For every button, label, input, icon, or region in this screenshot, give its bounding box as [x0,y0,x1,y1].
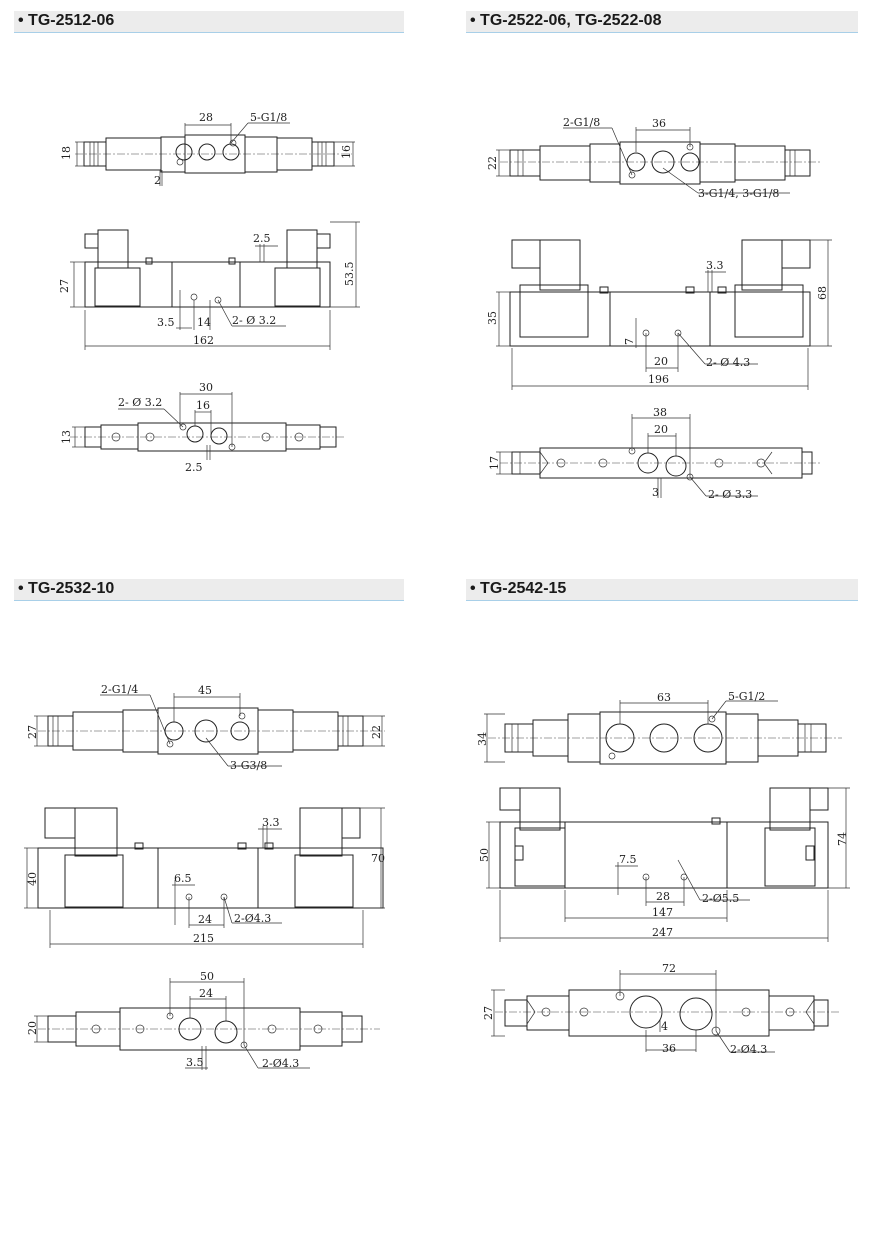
dim-text: 4 [661,1020,668,1033]
dim-text: 7 [623,338,636,345]
dim-text: 162 [193,334,214,347]
dim-text: 72 [662,962,676,975]
top-view: 2-G1/8 36 22 3-G1/4, 3-G1/8 [486,116,822,200]
dim-text: 35 [486,311,499,325]
section-header-3: • TG-2532-10 [14,579,404,601]
dim-text: 3.3 [706,259,724,272]
drawing-tg-2542-15: 63 5-G1/2 34 50 [476,690,850,1056]
dim-text: 147 [652,906,673,919]
dim-text: 2 [154,174,161,187]
bottom-view: 72 27 4 36 2-Ø4.3 [482,962,840,1056]
drawing-tg-2512-06: 28 5-G1/8 18 16 2 [58,111,360,474]
dim-text: 2-Ø4.3 [234,912,271,925]
dim-text: 2-Ø5.5 [702,892,739,905]
top-view: 28 5-G1/8 18 16 2 [60,111,355,187]
dim-text: 16 [340,145,353,159]
dim-text: 27 [482,1006,495,1020]
dim-text: 70 [371,852,385,865]
dim-text: 40 [26,872,39,886]
dim-text: 20 [26,1021,39,1035]
dim-text: 34 [476,732,489,746]
bottom-view: 50 24 20 3.5 2-Ø4.3 [26,970,380,1070]
dim-text: 24 [199,987,213,1000]
dim-text: 22 [370,725,383,739]
dim-text: 2.5 [253,232,271,245]
dim-text: 28 [656,890,670,903]
dim-text: 2- Ø 3.2 [232,314,276,327]
dim-text: 3.3 [262,816,280,829]
dim-text: 215 [193,932,214,945]
bottom-view: 38 20 17 3 2- Ø 3.3 [488,406,820,501]
dim-text: 50 [478,848,491,862]
dim-text: 14 [197,316,211,329]
section-title: • TG-2542-15 [470,580,567,597]
dim-text: 20 [654,355,668,368]
dim-text: 2- Ø 4.3 [706,356,750,369]
drawing-tg-2532-10: 2-G1/4 45 27 22 3-G3/8 [24,683,385,1070]
dim-text: 2-G1/8 [563,116,600,129]
dim-text: 36 [652,117,666,130]
dim-text: 38 [653,406,667,419]
front-view: 2.5 27 53.5 3.5 14 2- Ø 3.2 162 [58,221,360,350]
dim-text: 3.5 [186,1056,204,1069]
dim-text: 2-Ø4.3 [730,1043,767,1056]
section-title: • TG-2522-06, TG-2522-08 [470,12,662,29]
dim-text: 13 [60,430,73,444]
dim-text: 5-G1/8 [250,111,287,124]
dim-text: 6.5 [174,872,192,885]
dim-text: 18 [60,146,73,160]
dim-text: 3-G3/8 [230,759,267,772]
dim-text: 68 [816,286,829,300]
dim-text: 28 [199,111,213,124]
dim-text: 247 [652,926,673,939]
dim-text: 53.5 [343,262,356,287]
front-view: 50 74 7.5 28 2-Ø5.5 147 247 [478,787,850,942]
dim-text: 27 [26,725,39,739]
dim-text: 196 [648,373,669,386]
section-title: • TG-2512-06 [18,12,115,29]
dim-text: 16 [196,399,210,412]
dim-text: 45 [198,684,212,697]
drawing-tg-2522: 2-G1/8 36 22 3-G1/4, 3-G1/8 [486,116,832,501]
section-header-1: • TG-2512-06 [14,11,404,33]
dim-text: 50 [200,970,214,983]
dim-text: 24 [198,913,212,926]
front-view: 3.3 35 68 7 20 2- Ø 4.3 196 [486,239,832,390]
dim-text: 2- Ø 3.2 [118,396,162,409]
dim-text: 2-Ø4.3 [262,1057,299,1070]
dim-text: 27 [58,279,71,293]
dim-text: 2-G1/4 [101,683,138,696]
dim-text: 2- Ø 3.3 [708,488,752,501]
top-view: 63 5-G1/2 34 [476,690,842,765]
dim-text: 36 [662,1042,676,1055]
section-header-2: • TG-2522-06, TG-2522-08 [466,11,858,33]
dim-text: 3 [652,486,659,499]
dim-text: 3.5 [157,316,175,329]
dim-text: 63 [657,691,671,704]
top-view: 2-G1/4 45 27 22 3-G3/8 [26,683,385,772]
dim-text: 2.5 [185,461,203,474]
front-view: 3.3 40 70 6.5 24 2-Ø4.3 215 [24,807,385,948]
bottom-view: 30 2- Ø 3.2 16 13 2.5 [60,381,345,474]
dim-text: 7.5 [619,853,637,866]
dim-text: 3-G1/4, 3-G1/8 [698,187,779,200]
dim-text: 17 [488,456,501,470]
dim-text: 5-G1/2 [728,690,765,703]
dim-text: 74 [836,832,849,846]
dim-text: 22 [486,156,499,170]
section-title: • TG-2532-10 [18,580,115,597]
dim-text: 30 [199,381,213,394]
dim-text: 20 [654,423,668,436]
section-header-4: • TG-2542-15 [466,579,858,601]
